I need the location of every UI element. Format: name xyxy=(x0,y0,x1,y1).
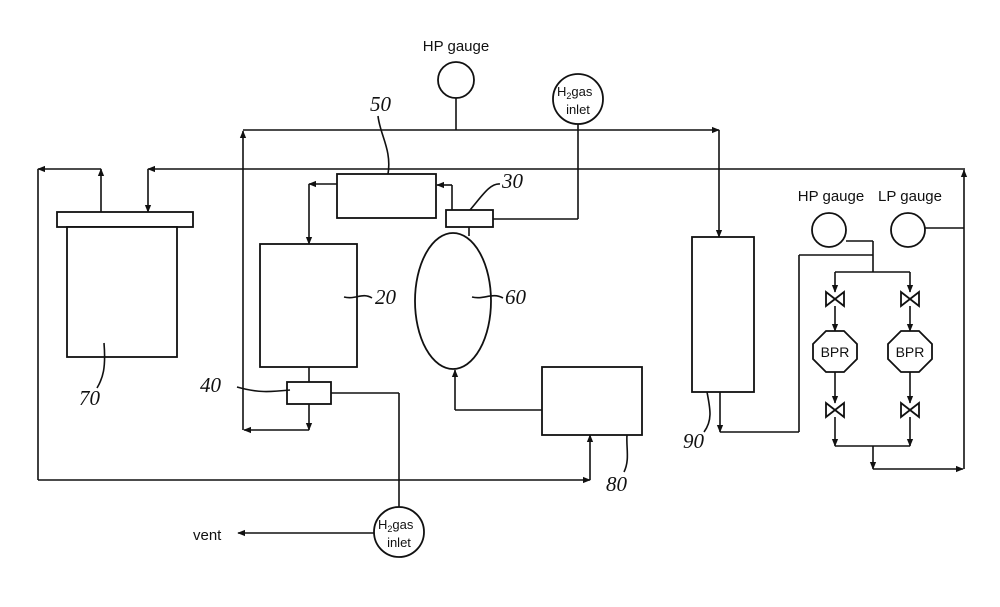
ref-90: 90 xyxy=(683,429,705,453)
ref-40: 40 xyxy=(200,373,222,397)
reactor-20 xyxy=(260,244,357,367)
ref-60: 60 xyxy=(505,285,527,309)
lp-gauge xyxy=(891,213,925,247)
unit-80 xyxy=(542,367,642,435)
hp-gauge-right-label: HP gauge xyxy=(798,188,864,205)
bpr-right: BPR xyxy=(888,331,932,372)
valve-block-40 xyxy=(287,382,331,404)
svg-text:H2gas: H2gas xyxy=(378,517,414,534)
vessel-70 xyxy=(57,212,193,357)
ref-30: 30 xyxy=(501,169,524,193)
valve-right-lower xyxy=(901,403,919,417)
bpr-left: BPR xyxy=(813,331,857,372)
ref-20: 20 xyxy=(375,285,397,309)
hp-gauge-top xyxy=(438,62,474,98)
svg-text:BPR: BPR xyxy=(896,344,925,360)
unit-50 xyxy=(337,174,436,218)
tank-60 xyxy=(415,233,491,369)
column-90 xyxy=(692,237,754,392)
ref-70: 70 xyxy=(79,386,101,410)
valve-left-lower xyxy=(826,403,844,417)
svg-text:inlet: inlet xyxy=(566,102,590,117)
hp-gauge-top-label: HP gauge xyxy=(423,38,489,55)
ref-50: 50 xyxy=(370,92,392,116)
svg-text:BPR: BPR xyxy=(821,344,850,360)
valve-left-upper xyxy=(826,292,844,306)
lp-gauge-label: LP gauge xyxy=(878,188,942,205)
ref-80: 80 xyxy=(606,472,628,496)
vent-label: vent xyxy=(193,527,222,544)
svg-text:H2gas: H2gas xyxy=(557,84,593,101)
svg-text:inlet: inlet xyxy=(387,535,411,550)
valve-right-upper xyxy=(901,292,919,306)
hp-gauge-right xyxy=(812,213,846,247)
valve-block-30 xyxy=(446,210,493,227)
